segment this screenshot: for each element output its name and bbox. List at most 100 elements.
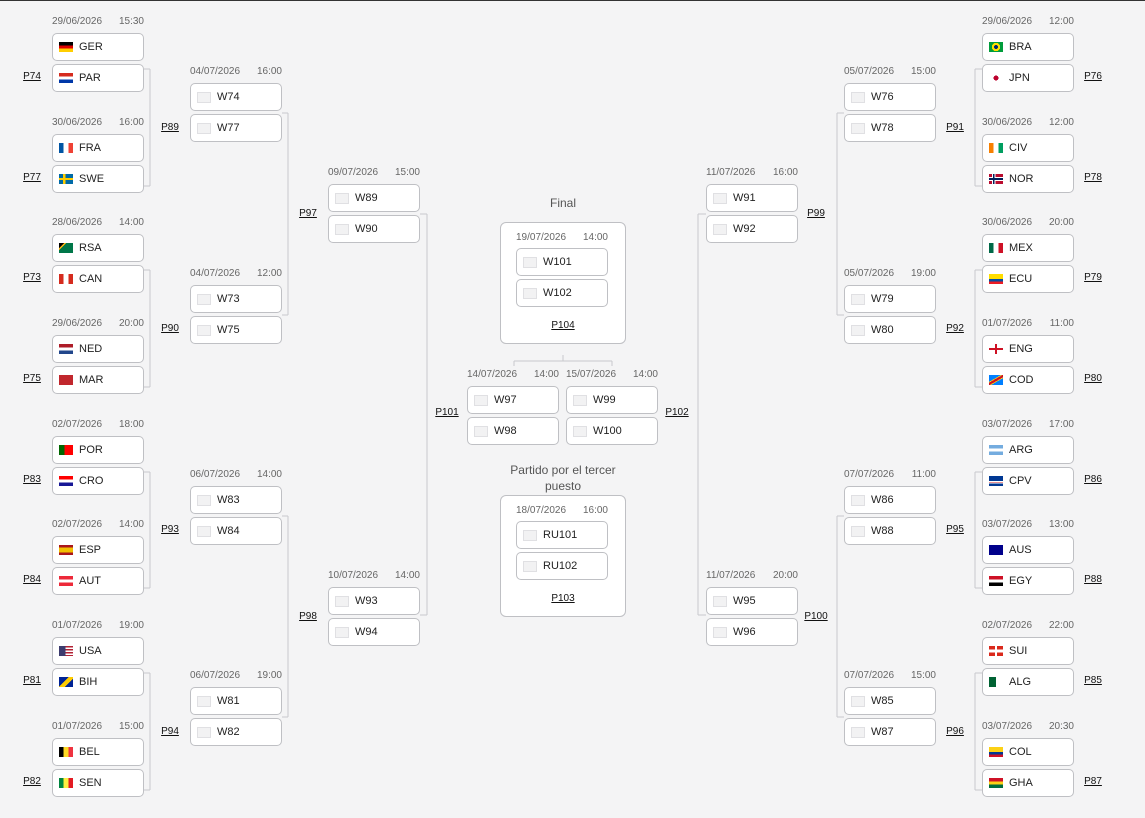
match-id-link[interactable]: P104 bbox=[551, 320, 575, 331]
team-slot[interactable]: RU102 bbox=[516, 552, 608, 580]
team-slot[interactable]: W85 bbox=[844, 687, 936, 715]
team-slot[interactable]: W76 bbox=[844, 83, 936, 111]
team-slot[interactable]: W80 bbox=[844, 316, 936, 344]
match-id-link[interactable]: P82 bbox=[23, 776, 41, 787]
team-slot[interactable]: W82 bbox=[190, 718, 282, 746]
match-id-link[interactable]: P83 bbox=[23, 474, 41, 485]
team-slot[interactable]: COD bbox=[982, 366, 1074, 394]
team-slot[interactable]: BEL bbox=[52, 738, 144, 766]
team-slot[interactable]: W84 bbox=[190, 517, 282, 545]
match-id-link[interactable]: P77 bbox=[23, 172, 41, 183]
team-slot[interactable]: W79 bbox=[844, 285, 936, 313]
match-date: 30/06/2026 bbox=[982, 117, 1033, 128]
match-id-link[interactable]: P99 bbox=[807, 208, 825, 219]
team-slot[interactable]: MAR bbox=[52, 366, 144, 394]
match-id-link[interactable]: P102 bbox=[665, 407, 689, 418]
team-slot[interactable]: ALG bbox=[982, 668, 1074, 696]
team-slot[interactable]: MEX bbox=[982, 234, 1074, 262]
match-id-link[interactable]: P81 bbox=[23, 675, 41, 686]
match-id-link[interactable]: P80 bbox=[1084, 373, 1102, 384]
team-slot[interactable]: W89 bbox=[328, 184, 420, 212]
team-slot[interactable]: W78 bbox=[844, 114, 936, 142]
team-slot[interactable]: GHA bbox=[982, 769, 1074, 797]
match-id-link[interactable]: P91 bbox=[946, 121, 964, 133]
team-slot[interactable]: W101 bbox=[516, 248, 608, 276]
team-slot[interactable]: RU101 bbox=[516, 521, 608, 549]
team-slot[interactable]: W81 bbox=[190, 687, 282, 715]
team-slot[interactable]: ESP bbox=[52, 536, 144, 564]
team-slot[interactable]: COL bbox=[982, 738, 1074, 766]
team-slot[interactable]: W73 bbox=[190, 285, 282, 313]
team-slot[interactable]: W94 bbox=[328, 618, 420, 646]
team-slot[interactable]: W90 bbox=[328, 215, 420, 243]
match-id-link[interactable]: P101 bbox=[435, 407, 459, 418]
team-slot[interactable]: W75 bbox=[190, 316, 282, 344]
team-slot[interactable]: CRO bbox=[52, 467, 144, 495]
team-slot[interactable]: W97 bbox=[467, 386, 559, 414]
match-id-link[interactable]: P95 bbox=[946, 524, 964, 535]
match-id-link[interactable]: P103 bbox=[551, 593, 575, 604]
team-slot[interactable]: USA bbox=[52, 637, 144, 665]
team-slot[interactable]: W102 bbox=[516, 279, 608, 307]
team-slot[interactable]: ENG bbox=[982, 335, 1074, 363]
team-slot[interactable]: ECU bbox=[982, 265, 1074, 293]
team-slot[interactable]: SWE bbox=[52, 165, 144, 193]
match-id-link[interactable]: P74 bbox=[23, 71, 41, 82]
team-slot[interactable]: EGY bbox=[982, 567, 1074, 595]
match-id-link[interactable]: P75 bbox=[23, 373, 41, 384]
match-id-link[interactable]: P93 bbox=[161, 524, 179, 535]
team-slot[interactable]: W87 bbox=[844, 718, 936, 746]
team-slot[interactable]: SEN bbox=[52, 769, 144, 797]
match-id-link[interactable]: P98 bbox=[299, 610, 317, 622]
match-id-link[interactable]: P100 bbox=[804, 610, 828, 622]
team-slot[interactable]: NED bbox=[52, 335, 144, 363]
team-slot[interactable]: JPN bbox=[982, 64, 1074, 92]
match-id-link[interactable]: P97 bbox=[299, 208, 317, 219]
match-id-link[interactable]: P87 bbox=[1084, 776, 1102, 787]
match-id-link[interactable]: P85 bbox=[1084, 675, 1102, 686]
match-id-link[interactable]: P78 bbox=[1084, 172, 1102, 183]
team-slot[interactable]: W91 bbox=[706, 184, 798, 212]
team-slot[interactable]: PAR bbox=[52, 64, 144, 92]
team-slot[interactable]: NOR bbox=[982, 165, 1074, 193]
team-slot[interactable]: ARG bbox=[982, 436, 1074, 464]
team-slot[interactable]: W95 bbox=[706, 587, 798, 615]
team-slot[interactable]: W96 bbox=[706, 618, 798, 646]
team-slot[interactable]: RSA bbox=[52, 234, 144, 262]
team-slot[interactable]: SUI bbox=[982, 637, 1074, 665]
match-id-link[interactable]: P92 bbox=[946, 322, 964, 334]
match-date: 11/07/2026 bbox=[706, 167, 756, 178]
placeholder-flag-icon bbox=[197, 122, 211, 134]
team-slot[interactable]: BIH bbox=[52, 668, 144, 696]
team-slot[interactable]: W92 bbox=[706, 215, 798, 243]
team-slot[interactable]: W100 bbox=[566, 417, 658, 445]
team-slot[interactable]: W88 bbox=[844, 517, 936, 545]
team-slot[interactable]: W93 bbox=[328, 587, 420, 615]
team-slot[interactable]: W99 bbox=[566, 386, 658, 414]
team-slot[interactable]: POR bbox=[52, 436, 144, 464]
match-id-link[interactable]: P94 bbox=[161, 725, 179, 737]
team-slot[interactable]: GER bbox=[52, 33, 144, 61]
match-id-link[interactable]: P96 bbox=[946, 725, 964, 737]
team-slot[interactable]: W98 bbox=[467, 417, 559, 445]
match-id-link[interactable]: P76 bbox=[1084, 71, 1102, 82]
team-slot[interactable]: CIV bbox=[982, 134, 1074, 162]
team-slot[interactable]: W74 bbox=[190, 83, 282, 111]
match-id-link[interactable]: P86 bbox=[1084, 474, 1102, 485]
match-id-link[interactable]: P73 bbox=[23, 272, 41, 283]
team-slot[interactable]: CAN bbox=[52, 265, 144, 293]
match-id-link[interactable]: P88 bbox=[1084, 574, 1102, 585]
match-id-link[interactable]: P89 bbox=[161, 121, 179, 133]
team-slot[interactable]: AUT bbox=[52, 567, 144, 595]
match-id-link[interactable]: P79 bbox=[1084, 272, 1102, 283]
team-slot[interactable]: FRA bbox=[52, 134, 144, 162]
team-slot[interactable]: W83 bbox=[190, 486, 282, 514]
match-id-link[interactable]: P90 bbox=[161, 322, 179, 334]
team-slot[interactable]: AUS bbox=[982, 536, 1074, 564]
team-slot[interactable]: W77 bbox=[190, 114, 282, 142]
team-slot[interactable]: CPV bbox=[982, 467, 1074, 495]
match-id-link[interactable]: P84 bbox=[23, 574, 41, 585]
team-slot[interactable]: W86 bbox=[844, 486, 936, 514]
team-slot[interactable]: BRA bbox=[982, 33, 1074, 61]
